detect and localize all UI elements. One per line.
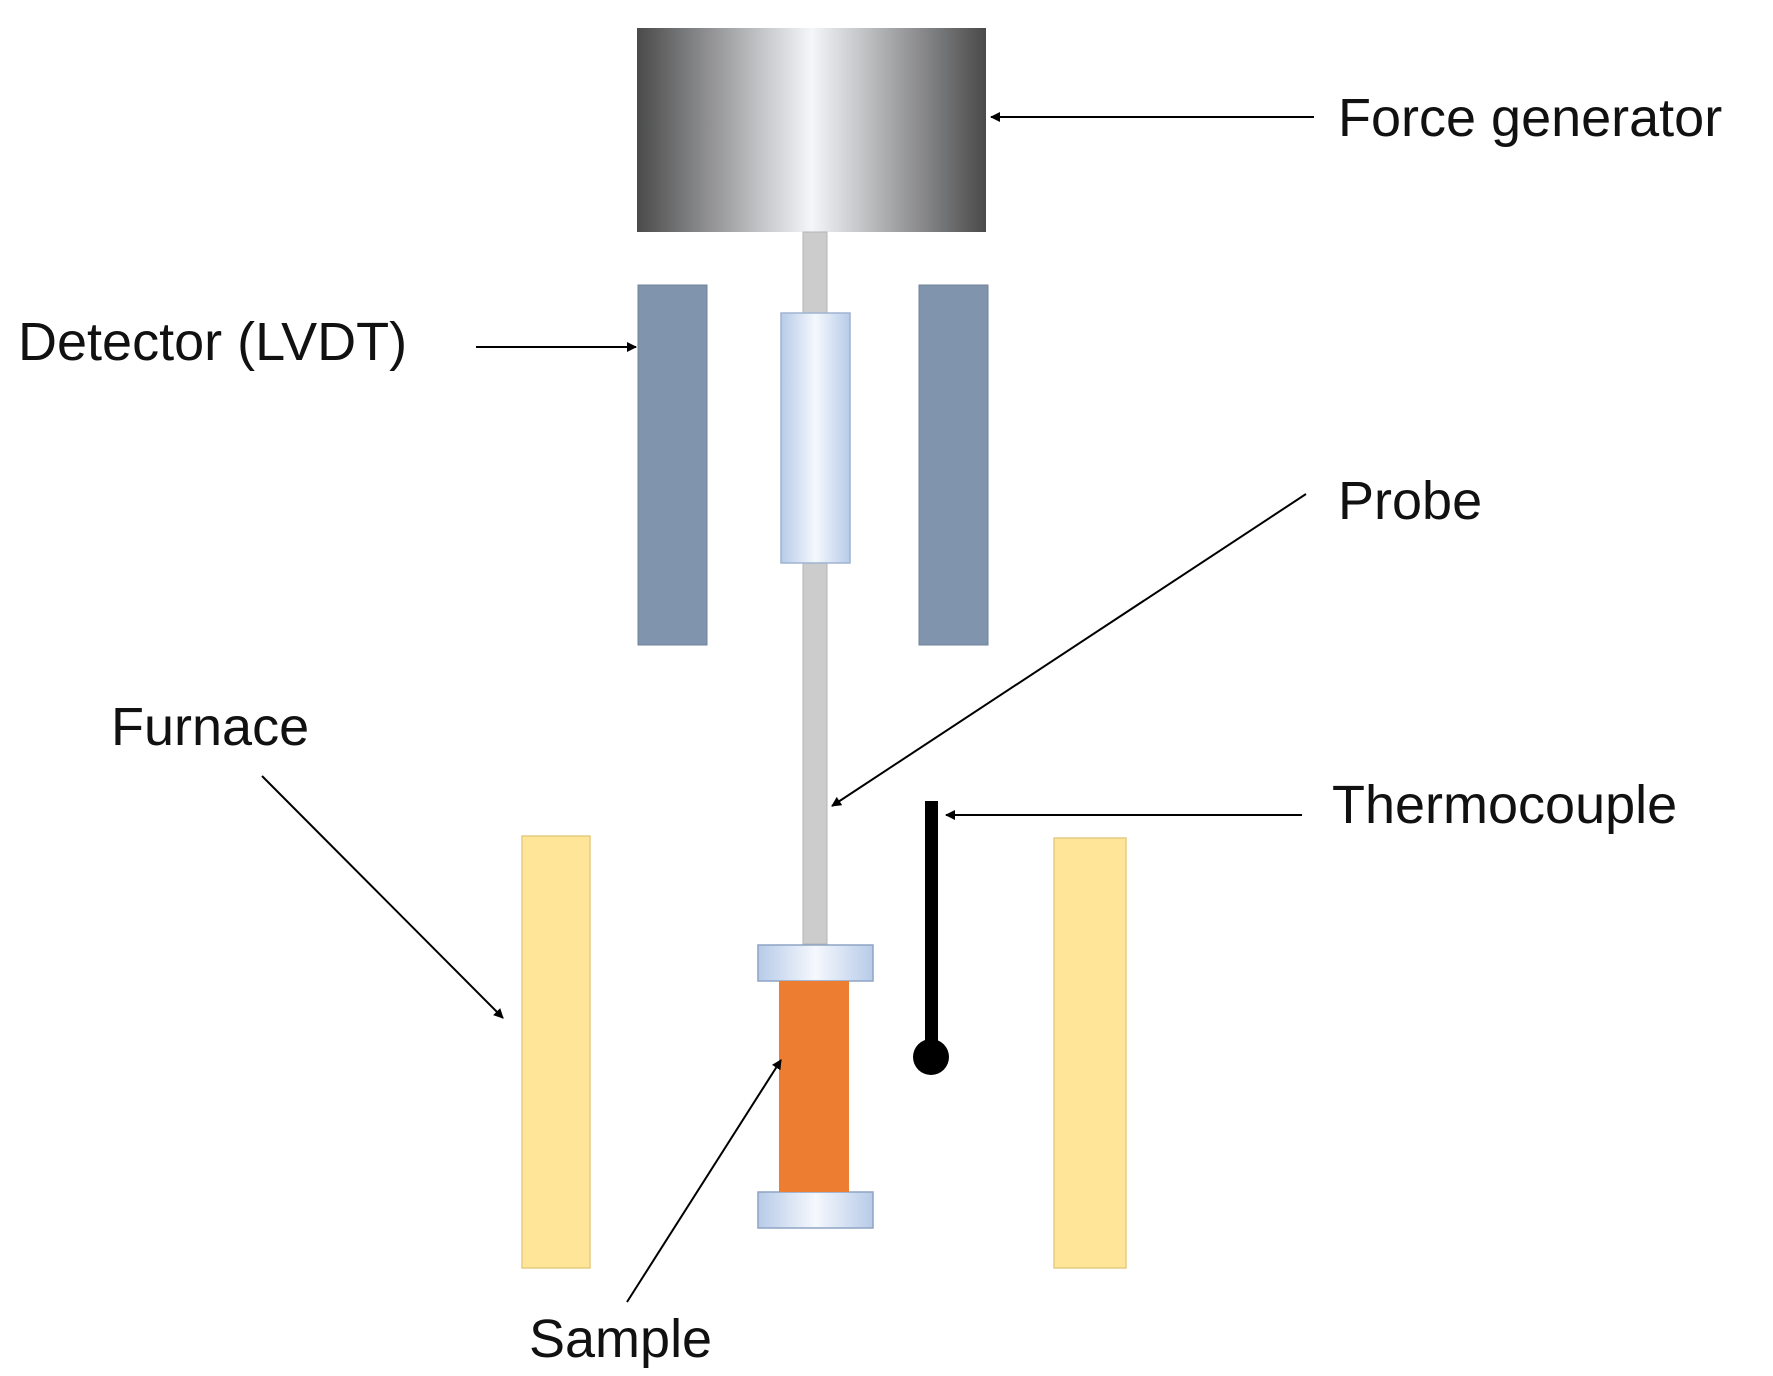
thermocouple-wire — [925, 801, 938, 1057]
sample-leader — [626, 1059, 782, 1303]
furnace-wall-left — [521, 835, 591, 1269]
thermocouple-label: Thermocouple — [1332, 775, 1677, 835]
furnace-wall-right — [1053, 837, 1127, 1269]
furnace-label: Furnace — [111, 697, 309, 757]
sample-holder-bottom-plate — [757, 1191, 874, 1229]
lvdt-core — [780, 312, 851, 564]
probe-label: Probe — [1338, 471, 1482, 531]
thermocouple-tip — [913, 1039, 949, 1075]
sample-holder-top-plate — [757, 944, 874, 982]
detector-label: Detector (LVDT) — [18, 312, 407, 372]
probe-leader — [831, 493, 1307, 807]
detector-coil-left — [637, 284, 708, 646]
detector-coil-right — [918, 284, 989, 646]
furnace-leader — [261, 775, 504, 1019]
force-generator-label: Force generator — [1338, 88, 1722, 148]
sample-label: Sample — [529, 1309, 712, 1369]
force-generator-block — [637, 28, 986, 232]
sample-body — [779, 981, 849, 1192]
